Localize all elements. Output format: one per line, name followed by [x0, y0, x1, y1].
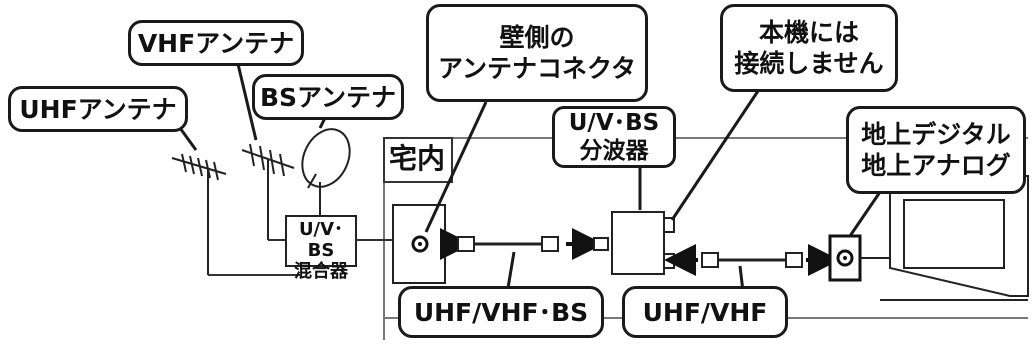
mixer-box	[285, 215, 357, 267]
indoor-label: 宅内	[389, 142, 446, 175]
not-connected-callout: 本機には 接続しません	[720, 4, 898, 92]
splitter-output-ports	[663, 217, 675, 269]
uhf-antenna-icon	[171, 153, 227, 275]
bs-antenna-callout: BSアンテナ	[252, 74, 404, 120]
cable-splitter-to-tv	[664, 244, 840, 276]
cable-uhf-vhf-callout: UHF/VHF	[622, 286, 788, 338]
vhf-antenna-callout: VHFアンテナ	[128, 20, 304, 66]
terrestrial-callout: 地上デジタル 地上アナログ	[846, 106, 1026, 194]
indoor-label-box	[383, 137, 453, 183]
wall-connector-icon	[411, 235, 429, 253]
bs-dish-icon	[301, 128, 351, 240]
splitter-label: U/V･BS 分波器	[552, 106, 676, 168]
cable-uhf-vhf-bs-callout: UHF/VHF･BS	[398, 286, 604, 338]
wall-connector-callout: 壁側の アンテナコネクタ	[426, 4, 648, 102]
uhf-antenna-callout: UHFアンテナ	[8, 86, 188, 132]
vhf-antenna-icon	[241, 143, 295, 240]
splitter-box	[611, 211, 665, 275]
mixer-label: U/V･BS 混合器	[294, 219, 348, 282]
cable-wall-to-splitter	[440, 228, 609, 260]
callout-pointers	[178, 63, 882, 301]
tv-icon	[880, 175, 1029, 301]
